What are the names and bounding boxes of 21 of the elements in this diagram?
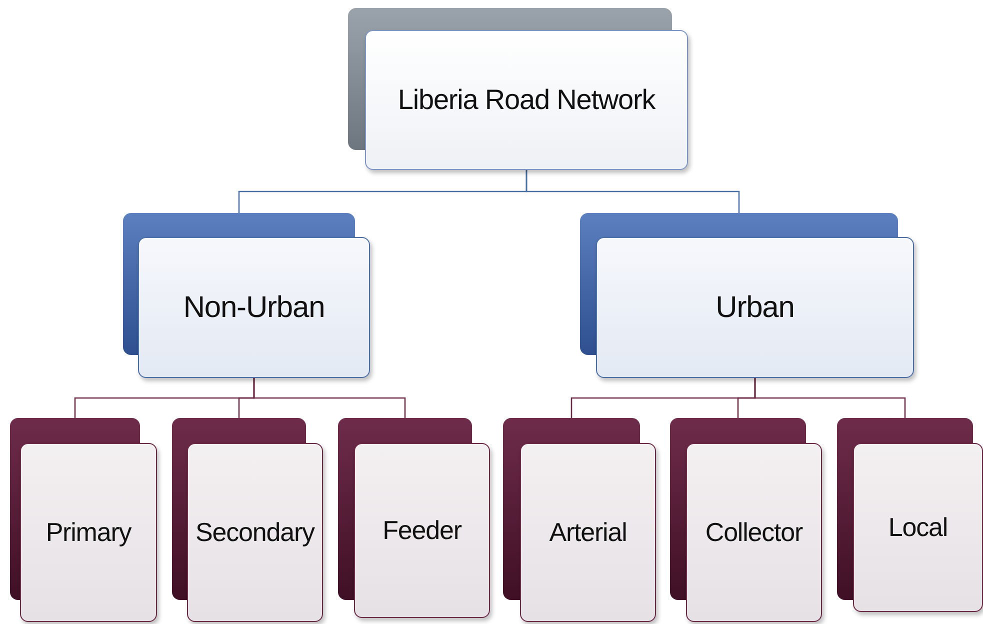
hierarchy-box <box>503 418 656 622</box>
connector-line <box>754 378 906 418</box>
connector-line <box>253 378 406 418</box>
hierarchy-box <box>172 418 323 622</box>
hierarchy-box <box>837 418 983 612</box>
node-label: Feeder <box>382 515 462 546</box>
hierarchy-box <box>348 8 688 170</box>
node-label: Local <box>888 512 948 543</box>
node-label: Secondary <box>196 517 314 548</box>
connector-line <box>526 170 740 213</box>
node-label: Urban <box>716 290 794 324</box>
hierarchy-box <box>670 418 822 622</box>
node-label: Non-Urban <box>183 290 325 324</box>
node-label: Liberia Road Network <box>398 84 656 116</box>
node-label: Primary <box>46 517 132 548</box>
hierarchy-box <box>123 213 370 378</box>
hierarchy-box <box>10 418 157 622</box>
hierarchy-box <box>580 213 914 378</box>
node-label: Collector <box>705 517 803 548</box>
node-label: Arterial <box>549 517 627 548</box>
hierarchy-box <box>338 418 490 618</box>
